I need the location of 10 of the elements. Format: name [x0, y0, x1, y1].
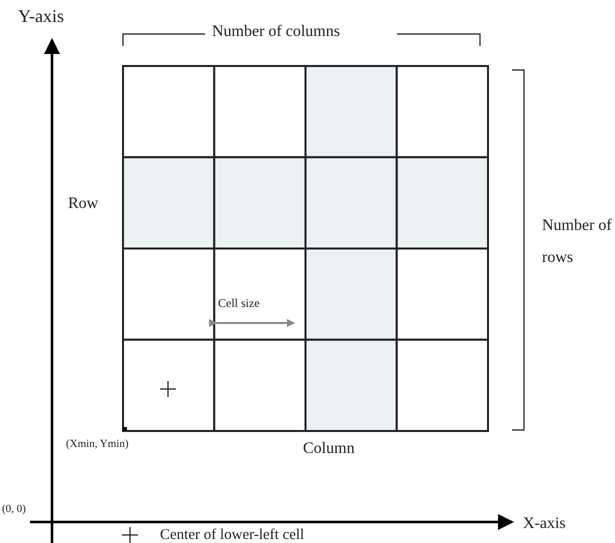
coordinate-label: (0, 0): [2, 503, 26, 516]
coordinate-label: (Xmin, Ymin): [66, 438, 129, 452]
column-label: Column: [303, 439, 355, 458]
axis-label: Y-axis: [18, 6, 64, 28]
dimension-label: Cell size: [218, 296, 260, 310]
axis-label: X-axis: [523, 514, 566, 534]
row-label: Row: [68, 194, 98, 214]
legend-text: Center of lower-left cell: [160, 526, 304, 543]
dimension-label: Number of columns: [212, 22, 340, 42]
dimension-label: Number of rows: [542, 216, 613, 268]
